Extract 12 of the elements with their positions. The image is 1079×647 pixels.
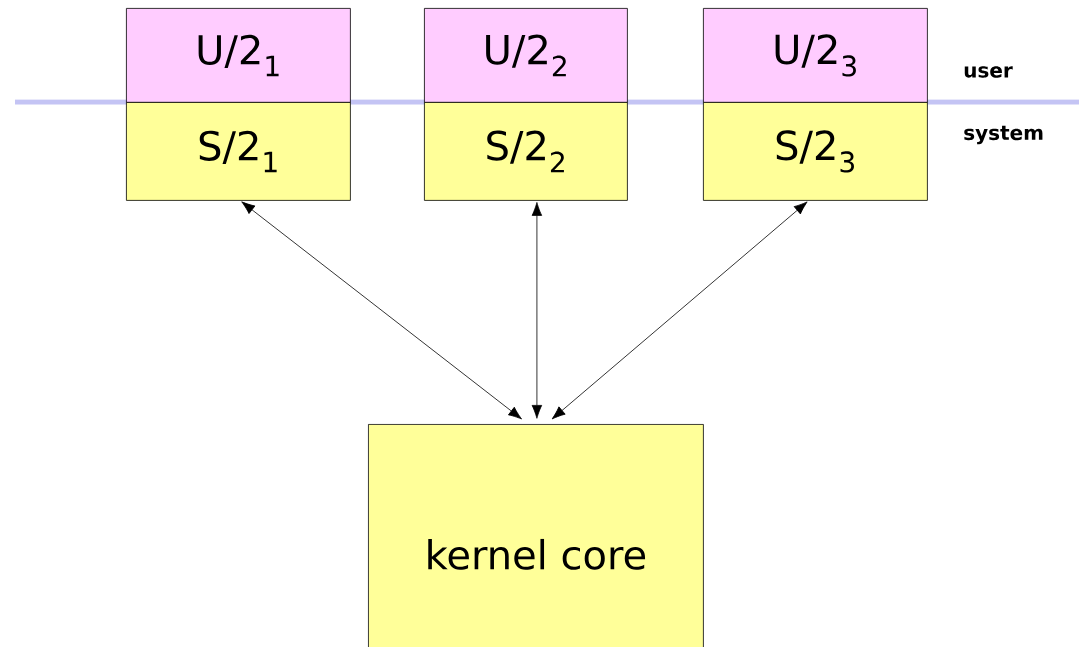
process-box: U/2$_{3}$	[703, 8, 928, 103]
layer-label: user	[964, 66, 1013, 78]
process-box: S/2$_{3}$	[703, 102, 928, 201]
process-box: U/2$_{1}$	[126, 8, 351, 103]
process-box: S/2$_{1}$	[126, 102, 351, 201]
arrow	[241, 201, 522, 420]
arrow	[551, 201, 808, 420]
layer-label: system	[964, 125, 1043, 145]
process-box: S/2$_{2}$	[424, 102, 628, 201]
process-box: kernel core	[368, 424, 704, 647]
process-box: U/2$_{2}$	[424, 8, 628, 103]
arrow	[531, 202, 543, 419]
